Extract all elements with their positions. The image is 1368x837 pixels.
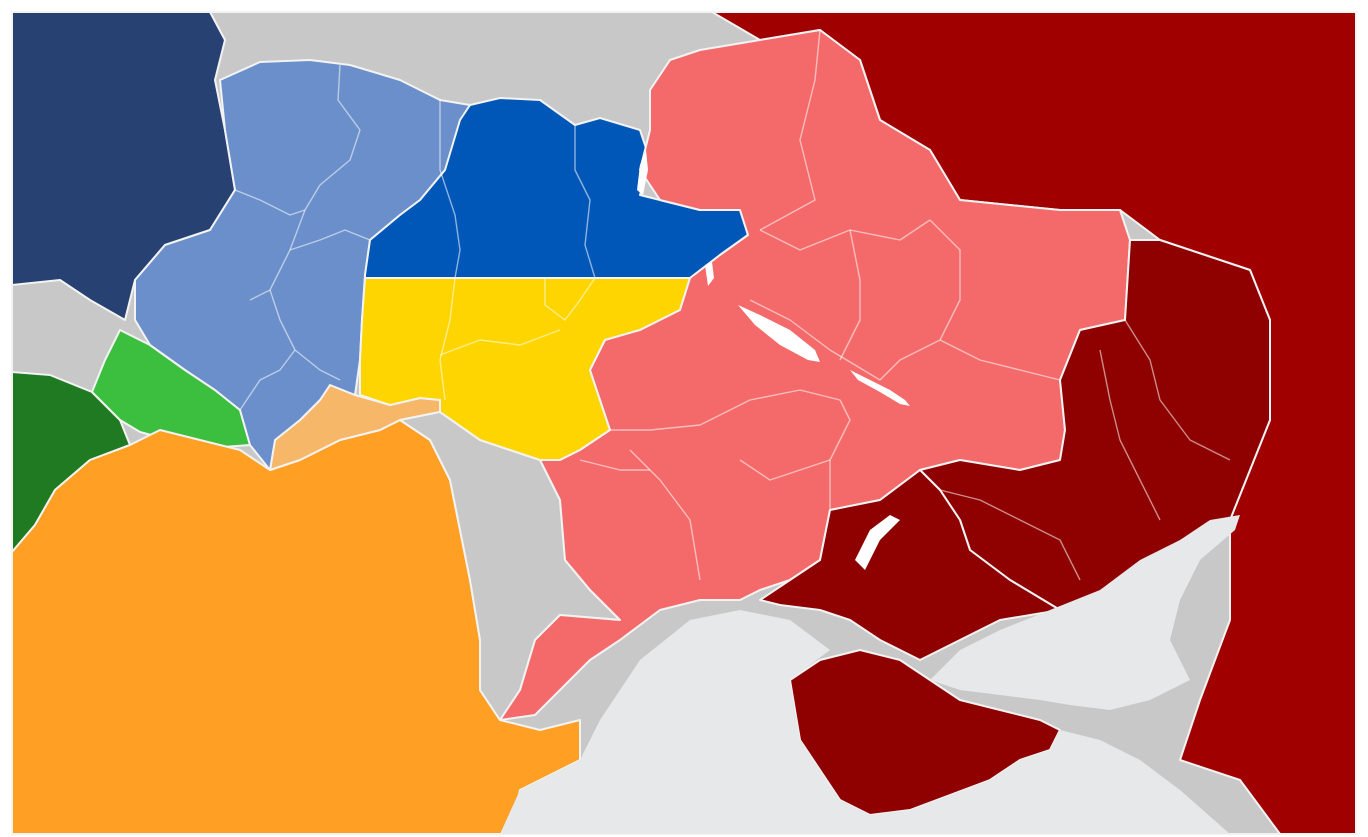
lake-north [637,150,648,195]
east-ukraine-borders [579,29,1061,581]
black-sea [500,610,1230,834]
river [850,370,910,406]
azov-sea [930,515,1240,710]
west-ukraine-borders [234,64,371,411]
center-north-borders [439,100,596,279]
occupied-borders [939,319,1231,581]
west-ukraine-regions [134,59,471,471]
lake-east [705,262,714,286]
center-south-borders [439,277,596,401]
reservoir-lake [738,305,820,362]
pro-russia-regions [499,29,1131,721]
river-dnipro-lower [855,515,900,570]
